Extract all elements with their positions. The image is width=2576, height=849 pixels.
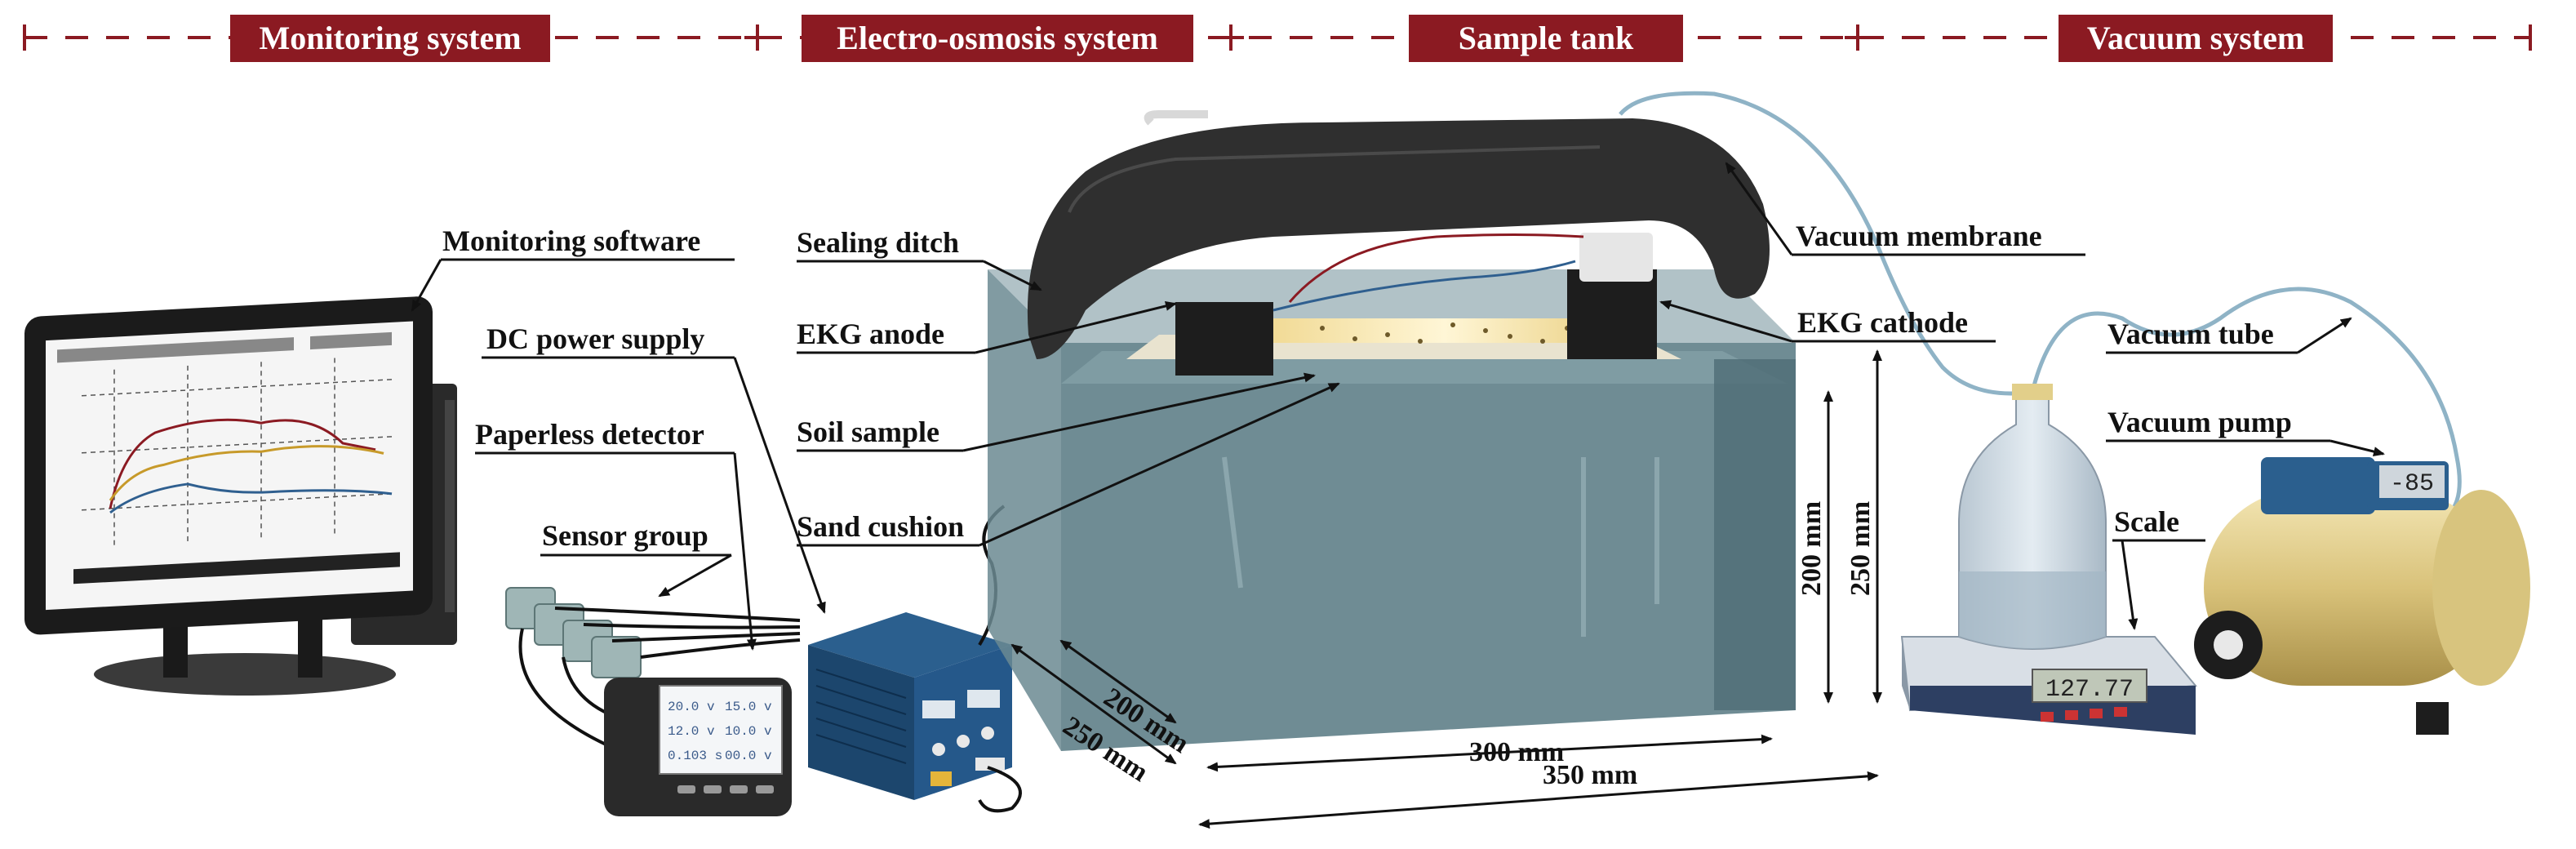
detector-reading-2: 15.0 v: [725, 700, 772, 714]
section-title-vacuum: Vacuum system: [2087, 20, 2304, 56]
label-monitoring-software: Monitoring software: [442, 224, 700, 257]
dim-width-inner: 300 mm: [1469, 737, 1564, 767]
label-paperless-detector: Paperless detector: [475, 418, 704, 451]
scale-readout: 127.77: [2045, 676, 2134, 704]
label-vacuum-membrane: Vacuum membrane: [1796, 220, 2042, 252]
dim-height-outer: 250 mm: [1845, 501, 1876, 596]
sensor-group: [505, 587, 801, 753]
divider-1: [744, 24, 771, 51]
section-banner-vacuum: [2059, 15, 2333, 62]
label-sealing-ditch: Sealing ditch: [797, 226, 959, 259]
ekg-anode: [1175, 302, 1273, 376]
section-title-electro-osmosis: Electro-osmosis system: [837, 20, 1158, 56]
label-sensor-group: Sensor group: [542, 519, 708, 552]
label-vacuum-pump: Vacuum pump: [2107, 406, 2292, 438]
divider-3: [1845, 24, 1871, 51]
paperless-detector: 20.0 v 15.0 v 12.0 v 10.0 v 0.103 s 00.0…: [604, 678, 792, 816]
section-banner-sample-tank: [1409, 15, 1683, 62]
label-sand-cushion: Sand cushion: [797, 510, 964, 543]
label-dc-power-supply: DC power supply: [486, 322, 704, 355]
label-ekg-anode: EKG anode: [797, 318, 944, 350]
dc-power-supply: [808, 505, 1022, 813]
section-bar: Monitoring system Electro-osmosis system…: [23, 15, 2532, 62]
vacuum-pump: -85: [2194, 457, 2530, 735]
detector-reading-4: 10.0 v: [725, 724, 772, 739]
label-scale: Scale: [2114, 505, 2179, 538]
collection-bottle: [1958, 384, 2107, 650]
tank-front-face: [1061, 343, 1796, 751]
tank-dimensions: [1010, 349, 1882, 829]
soil-sample: [1257, 318, 1632, 343]
scale: 127.77: [1900, 636, 2197, 735]
dim-width-outer: 350 mm: [1543, 760, 1637, 790]
pump-gauge-readout: -85: [2390, 470, 2434, 498]
sample-tank: [988, 110, 1796, 751]
detector-reading-6: 00.0 v: [725, 749, 772, 763]
label-soil-sample: Soil sample: [797, 416, 939, 448]
vacuum-membrane: [1027, 118, 1770, 359]
dim-height-inner: 200 mm: [1797, 501, 1827, 596]
tank-left-face: [988, 269, 1061, 751]
section-title-sample-tank: Sample tank: [1459, 20, 1634, 56]
detector-reading-3: 12.0 v: [668, 724, 715, 739]
ekg-cathode: [1567, 269, 1657, 359]
section-banner-monitoring: [230, 15, 550, 62]
vacuum-tube: [1619, 91, 2462, 516]
divider-2: [1218, 24, 1244, 51]
label-ekg-cathode: EKG cathode: [1797, 306, 1968, 339]
section-title-monitoring: Monitoring system: [259, 20, 521, 56]
monitor: [24, 296, 457, 696]
detector-reading-1: 20.0 v: [668, 700, 715, 714]
label-vacuum-tube: Vacuum tube: [2107, 318, 2274, 350]
detector-reading-5: 0.103 s: [668, 749, 722, 763]
section-banner-electro-osmosis: [802, 15, 1193, 62]
